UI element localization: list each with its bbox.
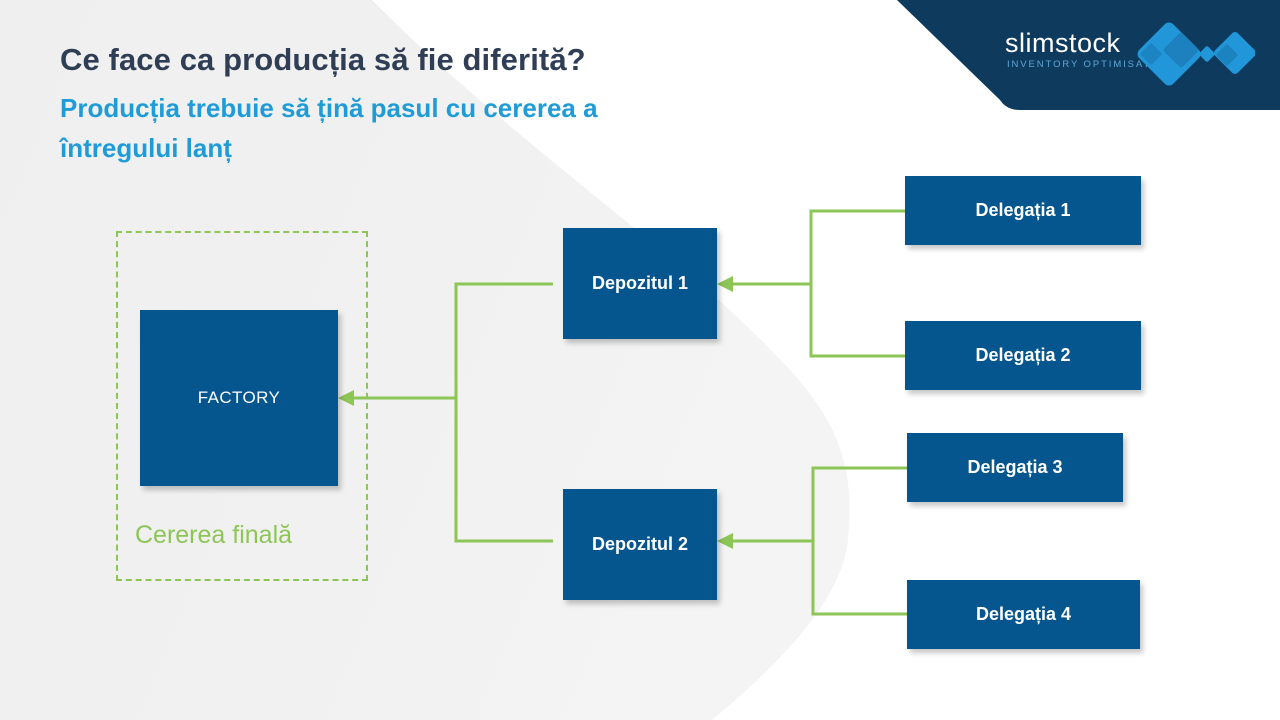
slimstock-logo: slimstock INVENTORY OPTIMISATION bbox=[1005, 22, 1265, 86]
node-delegatia-1[interactable]: Delegația 1 bbox=[905, 176, 1141, 245]
node-depozitul-2-label: Depozitul 2 bbox=[591, 534, 688, 554]
node-delegatia-3[interactable]: Delegația 3 bbox=[907, 433, 1123, 502]
node-depozitul-2[interactable]: Depozitul 2 bbox=[563, 489, 717, 600]
node-depozitul-1-label: Depozitul 1 bbox=[591, 273, 688, 293]
node-delegatia-3-label: Delegația 3 bbox=[967, 457, 1063, 477]
node-factory-label: FACTORY bbox=[197, 388, 281, 407]
node-factory[interactable]: FACTORY bbox=[140, 310, 338, 486]
logo-diamond-icon bbox=[1137, 22, 1255, 86]
node-delegatia-4[interactable]: Delegația 4 bbox=[907, 580, 1140, 649]
node-depozitul-1[interactable]: Depozitul 1 bbox=[563, 228, 717, 339]
slide-title: Ce face ca producția să fie diferită? bbox=[60, 42, 586, 77]
logo-wordmark: slimstock bbox=[1005, 28, 1121, 58]
node-delegatia-4-label: Delegația 4 bbox=[975, 604, 1072, 624]
slide-subtitle: Producția trebuie să țină pasul cu cerer… bbox=[60, 93, 598, 163]
node-delegatia-2-label: Delegația 2 bbox=[975, 345, 1071, 365]
node-delegatia-2[interactable]: Delegația 2 bbox=[905, 321, 1141, 390]
node-delegatia-1-label: Delegația 1 bbox=[975, 200, 1071, 220]
logo-tagline: INVENTORY OPTIMISATION bbox=[1007, 59, 1174, 70]
demand-zone-label: Cererea finală bbox=[135, 521, 293, 549]
